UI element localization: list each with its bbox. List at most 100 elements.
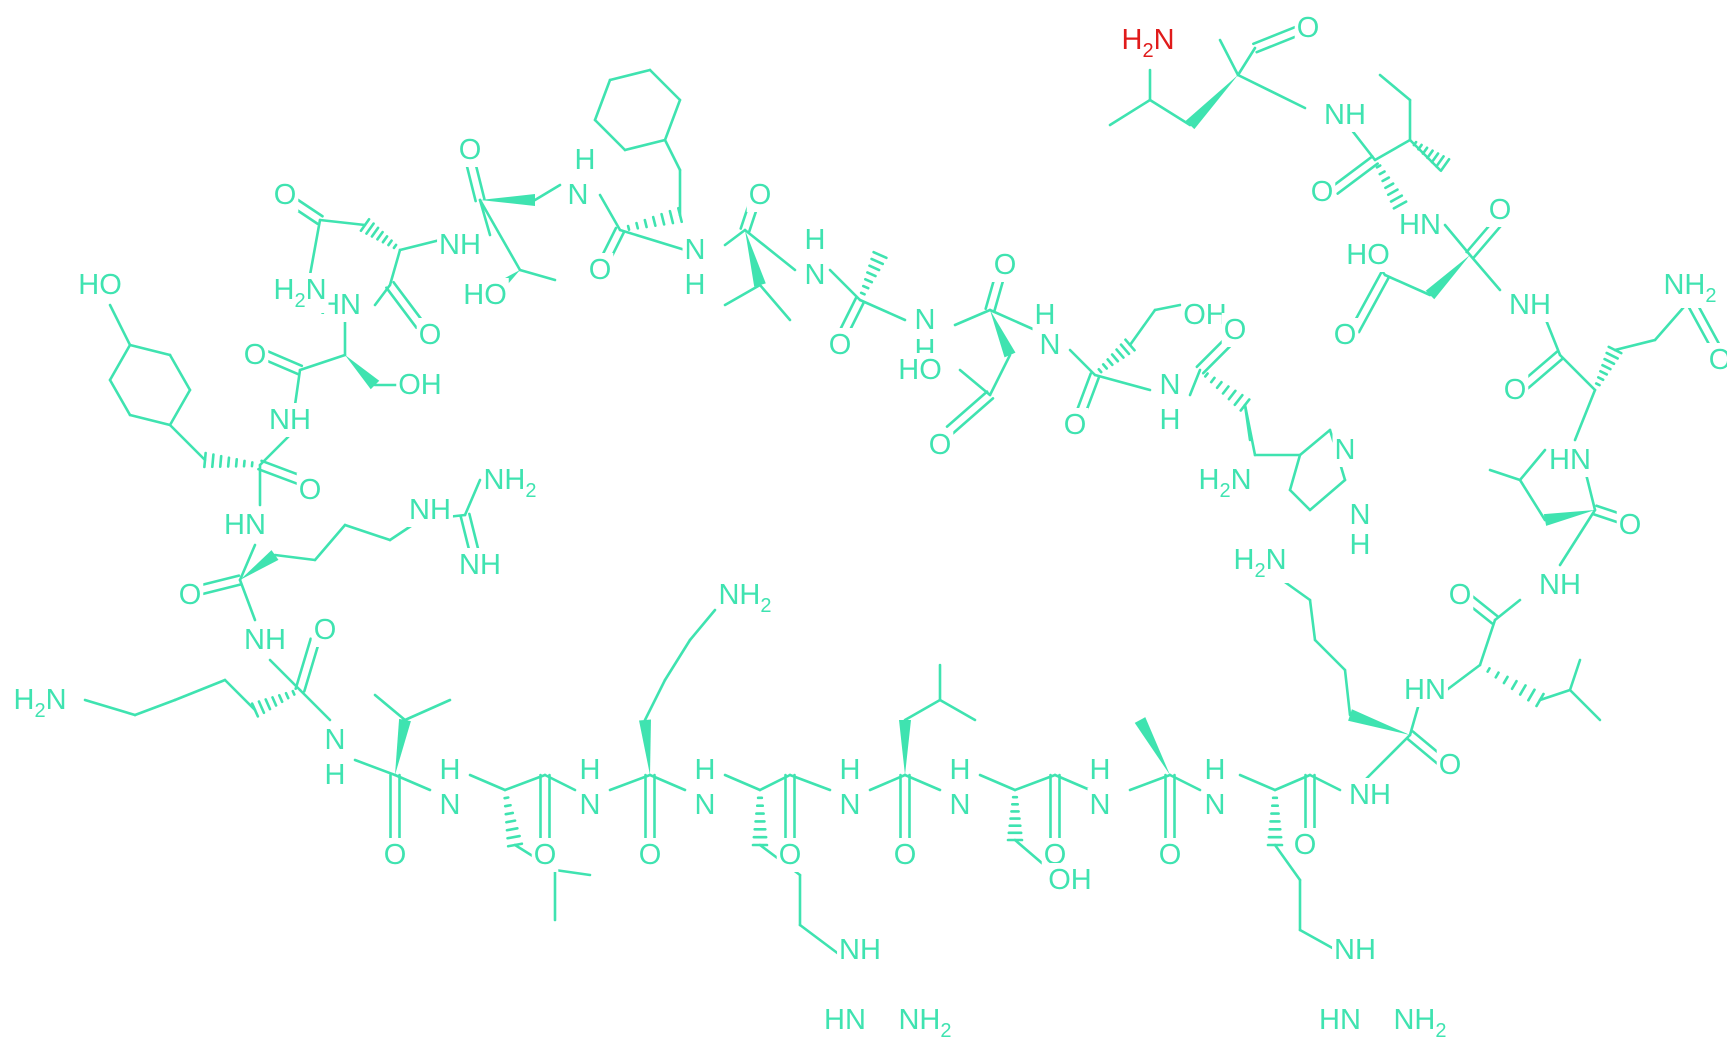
label-background bbox=[636, 838, 664, 872]
single-bond bbox=[173, 678, 227, 702]
oxygen-label: O bbox=[749, 179, 772, 211]
hash-bond bbox=[381, 235, 389, 244]
oxygen-label: O bbox=[244, 339, 267, 371]
amide-nh-label: NH bbox=[1509, 289, 1551, 321]
label-background bbox=[1397, 208, 1443, 242]
label-background bbox=[176, 578, 204, 612]
label-background bbox=[577, 753, 603, 787]
oxygen-label: O bbox=[274, 179, 297, 211]
label-background bbox=[322, 758, 348, 792]
label-background bbox=[896, 1003, 954, 1043]
hash-bond bbox=[872, 250, 888, 260]
wedge-bond bbox=[1185, 75, 1238, 130]
hash-bond bbox=[234, 458, 239, 468]
imine-nh-label: NH bbox=[459, 549, 501, 581]
carbonyl-double-bond bbox=[392, 280, 425, 324]
single-bond bbox=[1468, 253, 1502, 292]
label-background bbox=[896, 353, 944, 387]
hydroxyl-label: HO bbox=[78, 269, 122, 301]
single-bond bbox=[478, 198, 522, 272]
label-background bbox=[271, 178, 299, 212]
carbonyl-double-bond bbox=[945, 390, 989, 428]
hash-bond bbox=[1596, 376, 1605, 382]
hash-bond bbox=[1426, 149, 1434, 160]
carbonyl-double-bond bbox=[1252, 24, 1300, 46]
label-background bbox=[437, 228, 483, 262]
bond-network bbox=[83, 24, 1726, 957]
single-bond bbox=[238, 543, 257, 582]
wedge-bond bbox=[345, 355, 380, 390]
label-background bbox=[1119, 23, 1177, 63]
hash-bond bbox=[1510, 679, 1518, 691]
single-bond bbox=[758, 773, 792, 792]
single-bond bbox=[1288, 488, 1312, 512]
label-background bbox=[1537, 568, 1583, 602]
single-bond bbox=[958, 368, 992, 397]
amide-n-label: N bbox=[1205, 789, 1226, 821]
single-bond bbox=[1488, 468, 1522, 482]
single-bond bbox=[168, 353, 192, 392]
label-background bbox=[826, 328, 854, 362]
single-bond bbox=[758, 283, 792, 322]
label-background bbox=[802, 258, 828, 292]
label-background bbox=[461, 278, 509, 312]
carbonyl-double-bond bbox=[257, 467, 300, 486]
single-bond bbox=[478, 198, 492, 237]
carbonyl-double-bond bbox=[1471, 595, 1500, 618]
label-background bbox=[242, 623, 288, 657]
amide-n-label: N bbox=[685, 234, 706, 266]
label-background bbox=[1547, 443, 1593, 477]
amide-hn-label: HN bbox=[1404, 674, 1446, 706]
single-bond bbox=[1613, 338, 1657, 352]
amide-h-label: H bbox=[685, 269, 706, 301]
single-bond bbox=[988, 353, 1012, 397]
single-bond bbox=[1068, 348, 1097, 377]
oxygen-label: O bbox=[1294, 829, 1317, 861]
amide-nh-label: NH bbox=[439, 229, 481, 261]
hash-bond bbox=[1594, 382, 1601, 387]
carbonyl-double-bond bbox=[1331, 155, 1374, 188]
label-background bbox=[746, 178, 774, 212]
hash-bond bbox=[257, 700, 266, 715]
label-background bbox=[837, 788, 863, 822]
label-background bbox=[381, 838, 409, 872]
amide-nh-label: NH bbox=[244, 624, 286, 656]
carbonyl-double-bond bbox=[261, 357, 300, 376]
single-bond bbox=[1128, 308, 1157, 347]
single-bond bbox=[1273, 843, 1302, 882]
carbonyl-double-bond bbox=[197, 574, 241, 587]
imidazole-n-label: N bbox=[1335, 434, 1356, 466]
label-background bbox=[481, 463, 539, 503]
imine-label: HN bbox=[1319, 1004, 1361, 1036]
single-bond bbox=[468, 773, 507, 792]
label-background bbox=[682, 268, 708, 302]
single-bond bbox=[1568, 688, 1602, 722]
hash-bond bbox=[668, 209, 675, 225]
amide-n-label: N bbox=[1090, 789, 1111, 821]
label-background bbox=[1446, 578, 1474, 612]
label-background bbox=[837, 933, 883, 967]
label-background bbox=[1046, 863, 1094, 897]
single-bond bbox=[1243, 403, 1252, 442]
hydroxyl-label: OH bbox=[398, 369, 442, 401]
label-background bbox=[1032, 298, 1058, 332]
label-background bbox=[577, 788, 603, 822]
label-background bbox=[1087, 753, 1113, 787]
single-bond bbox=[238, 578, 257, 622]
single-bond bbox=[168, 423, 207, 462]
single-bond bbox=[723, 228, 747, 247]
label-background bbox=[1661, 268, 1719, 308]
hash-bond bbox=[1392, 200, 1408, 210]
label-background bbox=[1436, 748, 1464, 782]
oxygen-label: O bbox=[384, 839, 407, 871]
hash-bond bbox=[370, 226, 380, 238]
single-bond bbox=[1308, 478, 1347, 512]
hash-bond bbox=[1106, 358, 1114, 367]
hash-bond bbox=[870, 257, 885, 266]
label-background bbox=[1332, 933, 1378, 967]
wedge-bond bbox=[639, 719, 651, 775]
single-bond bbox=[1538, 688, 1572, 702]
imine-double-bond bbox=[468, 512, 481, 556]
hash-bond bbox=[264, 698, 272, 711]
